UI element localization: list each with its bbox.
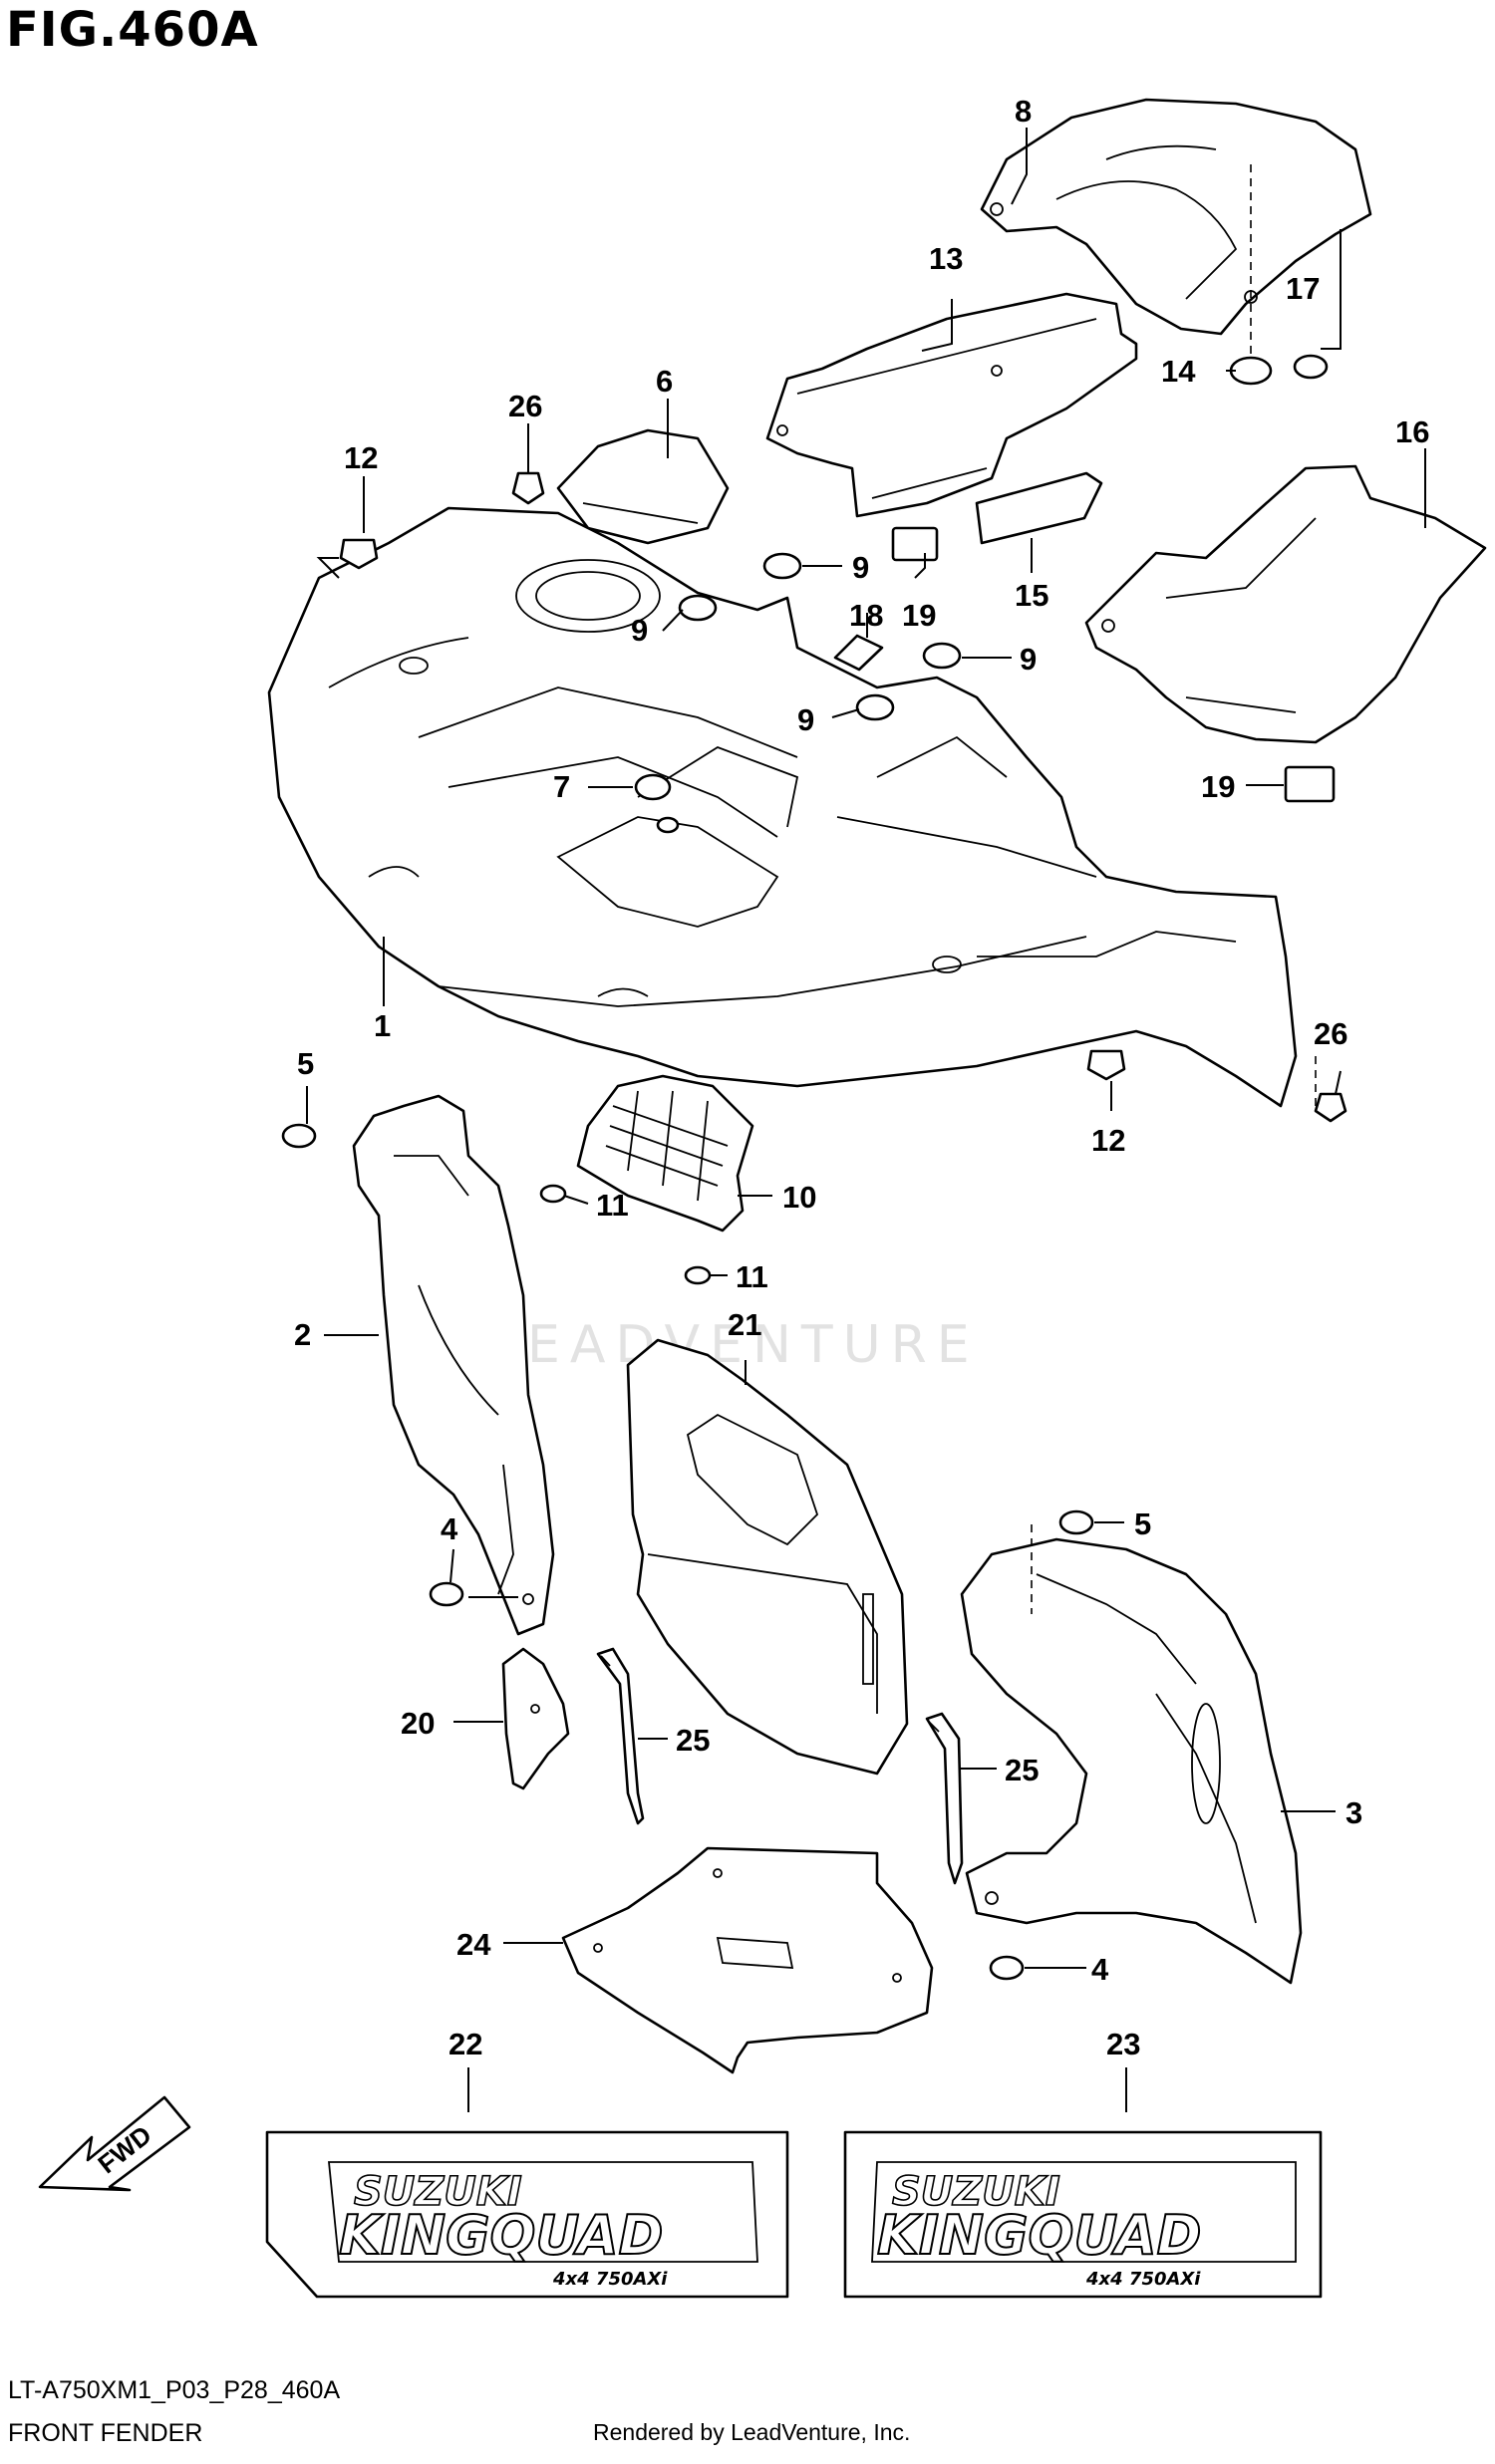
decal-right-model: KINGQUAD bbox=[877, 2204, 1201, 2267]
decal-right-brand: SUZUKI bbox=[892, 2169, 1060, 2215]
leader-lines bbox=[306, 128, 1426, 2112]
decal-right-badge: 4x4 750AXi bbox=[1085, 2269, 1201, 2290]
callout-23: 23 bbox=[1106, 2027, 1140, 2061]
figure-title: FIG.460A bbox=[6, 2, 259, 58]
part-19-cushion-upper[interactable] bbox=[891, 526, 939, 562]
callout-5-right: 5 bbox=[1134, 1506, 1151, 1541]
callout-17: 17 bbox=[1286, 271, 1320, 306]
callout-9-a: 9 bbox=[852, 550, 869, 585]
part-24-skid-plate[interactable] bbox=[561, 1846, 934, 2074]
callout-4-right: 4 bbox=[1091, 1952, 1109, 1987]
decal-left-badge: 4x4 750AXi bbox=[552, 2269, 668, 2290]
callout-24: 24 bbox=[456, 1927, 491, 1962]
callout-18: 18 bbox=[849, 598, 883, 633]
callout-11-b: 11 bbox=[736, 1259, 768, 1294]
callout-25-left: 25 bbox=[676, 1723, 710, 1758]
callout-10: 10 bbox=[782, 1180, 816, 1215]
callout-15: 15 bbox=[1015, 578, 1048, 613]
callout-21: 21 bbox=[728, 1307, 761, 1342]
callout-25-right: 25 bbox=[1005, 1753, 1039, 1787]
callout-1: 1 bbox=[374, 1008, 391, 1043]
callout-9-b: 9 bbox=[631, 613, 648, 648]
decal-left-brand: SUZUKI bbox=[354, 2169, 522, 2215]
callout-12-bottom: 12 bbox=[1091, 1123, 1125, 1158]
part-3-right-inner-guard[interactable] bbox=[960, 1537, 1303, 1985]
part-15-side-strip[interactable] bbox=[975, 471, 1103, 545]
callout-19-bottom: 19 bbox=[1201, 769, 1235, 804]
watermark: LEADVENTURE bbox=[488, 1315, 980, 1375]
part-2-left-inner-guard[interactable] bbox=[352, 1094, 555, 1636]
part-22-decal-left[interactable]: SUZUKI KINGQUAD 4x4 750AXi bbox=[265, 2130, 789, 2299]
callout-26-right: 26 bbox=[1314, 1016, 1347, 1051]
part-21-center-panel[interactable] bbox=[626, 1338, 909, 1776]
callout-4-left: 4 bbox=[441, 1511, 458, 1546]
callout-20: 20 bbox=[401, 1706, 435, 1741]
callout-13: 13 bbox=[929, 241, 963, 276]
callout-19-top: 19 bbox=[902, 598, 936, 633]
part-13-frame-bracket[interactable] bbox=[765, 292, 1138, 518]
part-25-cable-tie-right[interactable] bbox=[925, 1712, 964, 1885]
callout-12-top: 12 bbox=[344, 440, 378, 475]
callout-6: 6 bbox=[656, 364, 673, 399]
callout-8: 8 bbox=[1015, 94, 1032, 129]
part-25-cable-tie-left[interactable] bbox=[596, 1647, 645, 1825]
callout-5-left: 5 bbox=[297, 1046, 314, 1081]
callout-9-d: 9 bbox=[797, 702, 814, 737]
part-20-small-bracket[interactable] bbox=[501, 1647, 570, 1790]
fwd-arrow-icon: FWD bbox=[38, 2095, 191, 2192]
credit-line: Rendered by LeadVenture, Inc. bbox=[593, 2419, 911, 2445]
part-16-side-panel[interactable] bbox=[1084, 464, 1487, 744]
part-19-cushion-lower[interactable] bbox=[1284, 765, 1336, 803]
callout-26-top: 26 bbox=[508, 389, 542, 423]
part-23-decal-right[interactable]: SUZUKI KINGQUAD 4x4 750AXi bbox=[843, 2130, 1323, 2299]
callout-11-a: 11 bbox=[596, 1188, 629, 1223]
model-code: LT-A750XM1_P03_P28_460A bbox=[8, 2376, 341, 2404]
callout-9-c: 9 bbox=[1020, 642, 1037, 677]
callout-7: 7 bbox=[553, 769, 570, 804]
decal-left-model: KINGQUAD bbox=[339, 2204, 663, 2267]
part-18-pad[interactable] bbox=[833, 634, 884, 672]
callout-2: 2 bbox=[294, 1317, 311, 1352]
fastener-clips[interactable] bbox=[281, 354, 1347, 1981]
callout-16: 16 bbox=[1395, 414, 1429, 449]
part-1-front-fender[interactable] bbox=[267, 506, 1298, 1108]
section-name: FRONT FENDER bbox=[8, 2419, 203, 2447]
callout-22: 22 bbox=[448, 2027, 482, 2061]
part-10-vent-grille[interactable] bbox=[576, 1074, 754, 1232]
callout-3: 3 bbox=[1346, 1795, 1362, 1830]
callout-14: 14 bbox=[1161, 354, 1196, 389]
callout-labels: 8 13 17 14 6 26 12 16 9 19 15 18 9 9 9 1… bbox=[294, 94, 1429, 2061]
part-6-small-cover[interactable] bbox=[556, 428, 730, 545]
